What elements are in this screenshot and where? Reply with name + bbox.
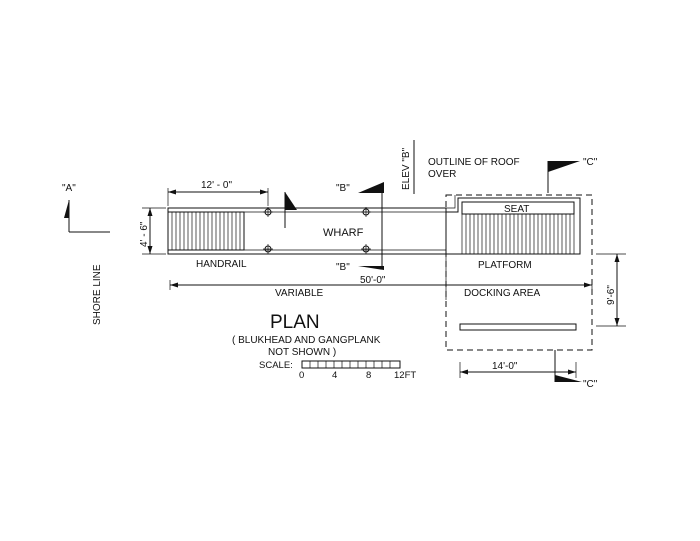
scale-label: SCALE:: [259, 360, 293, 371]
svg-text:"C": "C": [583, 379, 598, 390]
handrail-decking: [171, 212, 241, 250]
railing-posts: [263, 207, 371, 254]
wharf-walkway: [167, 207, 447, 255]
view-a-marker: "A": [62, 183, 110, 233]
roof-outline-label-2: OVER: [428, 169, 456, 180]
seat: [461, 201, 575, 215]
dim-wharf-width: 4' - 6": [139, 207, 166, 255]
section-flag-icon: [284, 192, 297, 228]
view-a-label: "A": [62, 183, 76, 194]
shore-line-label: SHORE LINE: [92, 264, 103, 325]
svg-text:14'-0": 14'-0": [492, 361, 518, 372]
section-b-marker: "B" "B": [336, 182, 384, 273]
dim-overall-length: 50'-0": [169, 275, 593, 290]
svg-text:9'-6": 9'-6": [606, 285, 617, 305]
platform-decking: [461, 214, 575, 254]
dim-handrail-length: 12' - 0": [167, 180, 269, 206]
dim-platform-width: 14'-0": [459, 361, 577, 378]
svg-text:4' - 6": 4' - 6": [139, 221, 150, 247]
docking-area-label: DOCKING AREA: [464, 288, 540, 299]
handrail-label: HANDRAIL: [196, 259, 247, 270]
svg-text:"C": "C": [583, 157, 598, 168]
scale-tick-4: 4: [332, 370, 337, 381]
elev-b-marker: ELEV "B": [401, 140, 415, 194]
seat-label: SEAT: [504, 204, 529, 215]
plan-note-line-2: NOT SHOWN ): [268, 347, 336, 358]
section-c-top-marker: "C": [547, 157, 598, 193]
roof-outline-label: OUTLINE OF ROOF: [428, 157, 520, 168]
section-b-top-label: "B": [336, 183, 350, 194]
scale-tick-0: 0: [299, 370, 304, 381]
scale-bar: SCALE: 0 4 8 12FT: [259, 360, 416, 381]
scale-tick-8: 8: [366, 370, 371, 381]
view-a-arrow-icon: [64, 200, 69, 218]
svg-text:12' - 0": 12' - 0": [201, 180, 232, 191]
plan-title: PLAN: [270, 312, 320, 333]
platform-label: PLATFORM: [478, 260, 532, 271]
scale-tick-12: 12FT: [394, 370, 416, 381]
section-c-bottom-marker: "C": [554, 350, 598, 390]
variable-label: VARIABLE: [275, 288, 323, 299]
dim-platform-depth: 9'-6": [596, 253, 626, 327]
svg-text:50'-0": 50'-0": [360, 275, 386, 286]
section-b-bottom-label: "B": [336, 262, 350, 273]
svg-text:ELEV "B": ELEV "B": [401, 147, 412, 190]
wharf-label: WHARF: [323, 227, 364, 239]
lower-bench: [459, 323, 577, 331]
plan-note-line-1: ( BLUKHEAD AND GANGPLANK: [232, 335, 381, 346]
